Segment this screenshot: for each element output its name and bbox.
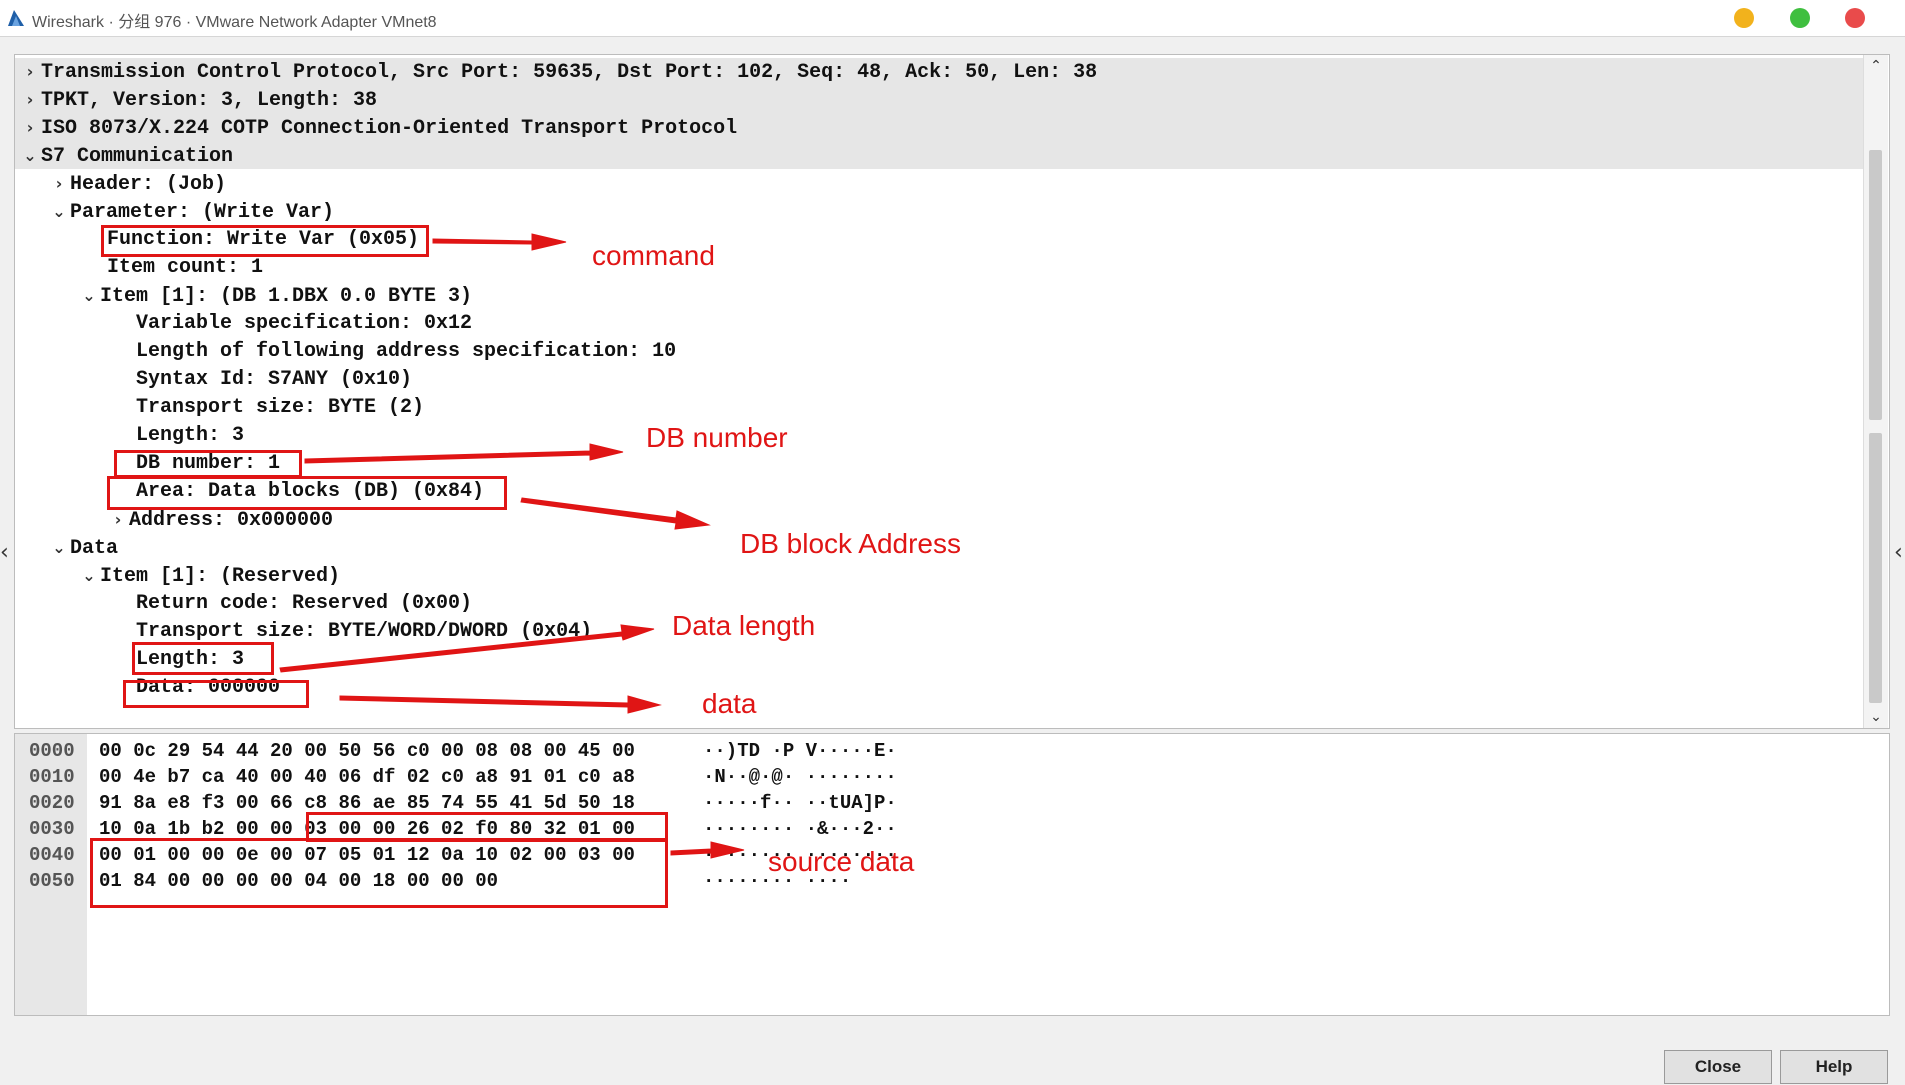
annotation-box-db-number: [114, 450, 302, 478]
tree-row-address[interactable]: ›Address: 0x000000: [107, 506, 333, 534]
hex-offset: 0000: [29, 740, 75, 762]
packet-bytes-pane[interactable]: 0000 00 0c 29 54 44 20 00 50 56 c0 00 08…: [14, 733, 1890, 1016]
collapse-arrow-icon[interactable]: ⌄: [52, 202, 66, 221]
tree-row-param-item[interactable]: ⌄Item [1]: (DB 1.DBX 0.0 BYTE 3): [78, 282, 472, 310]
hex-ascii[interactable]: ·····f·· ··tUA]P·: [703, 792, 897, 814]
tree-row-addr-spec-length[interactable]: Length of following address specificatio…: [136, 340, 677, 363]
annotation-box-function: [101, 225, 429, 257]
selected-rows-highlight: [15, 58, 1863, 169]
expand-arrow-icon[interactable]: ›: [26, 118, 34, 137]
hex-offset: 0040: [29, 844, 75, 866]
annotation-label-db-number: DB number: [646, 422, 788, 453]
hex-bytes[interactable]: 10 0a 1b b2 00 00 03 00 00 26 02 f0 80 3…: [99, 818, 635, 840]
hex-ascii[interactable]: ········ ·&···2··: [703, 818, 897, 840]
help-button[interactable]: Help: [1780, 1050, 1888, 1084]
scroll-up-icon[interactable]: ⌃: [1870, 58, 1882, 74]
packet-details-tree[interactable]: ›Transmission Control Protocol, Src Port…: [14, 54, 1890, 729]
tree-row-return-code[interactable]: Return code: Reserved (0x00): [136, 592, 473, 615]
tree-row-syntax-id[interactable]: Syntax Id: S7ANY (0x10): [136, 368, 413, 391]
tree-row-data-length[interactable]: Length: 3: [136, 648, 245, 671]
window-title: Wireshark · 分组 976 · VMware Network Adap…: [32, 14, 437, 31]
hex-ascii[interactable]: ········ ········: [703, 844, 897, 866]
annotation-label-command: command: [592, 240, 715, 271]
expand-arrow-icon[interactable]: ›: [26, 62, 34, 81]
collapse-arrow-icon[interactable]: ⌄: [23, 146, 37, 165]
tree-row-area[interactable]: Area: Data blocks (DB) (0x84): [136, 480, 485, 503]
close-button[interactable]: Close: [1664, 1050, 1772, 1084]
offset-gutter: [15, 734, 87, 1015]
tree-row-tcp[interactable]: ›Transmission Control Protocol, Src Port…: [19, 58, 1097, 86]
expand-arrow-icon[interactable]: ›: [55, 174, 63, 193]
annotation-label-db-block-address: DB block Address: [740, 528, 961, 559]
maximize-button[interactable]: [1790, 8, 1810, 28]
annotation-label-data: data: [702, 688, 757, 719]
tree-row-data-item[interactable]: ⌄Item [1]: (Reserved): [78, 562, 340, 590]
scrollbar-thumb[interactable]: [1869, 150, 1882, 420]
expand-arrow-icon[interactable]: ›: [114, 510, 122, 529]
hex-offset: 0020: [29, 792, 75, 814]
tree-row-db-number[interactable]: DB number: 1: [136, 452, 281, 475]
scroll-down-icon[interactable]: ⌄: [1870, 709, 1882, 725]
hex-offset: 0010: [29, 766, 75, 788]
tree-row-function[interactable]: Function: Write Var (0x05): [107, 228, 420, 251]
hex-ascii[interactable]: ········ ····: [703, 870, 852, 892]
expand-arrow-icon[interactable]: ›: [26, 90, 34, 109]
annotation-label-data-length: Data length: [672, 610, 816, 641]
hex-offset: 0050: [29, 870, 75, 892]
close-window-button[interactable]: [1845, 8, 1865, 28]
hex-ascii[interactable]: ·N··@·@· ········: [703, 766, 897, 788]
hex-ascii[interactable]: ··)TD ·P V·····E·: [703, 740, 897, 762]
tree-row-item-count[interactable]: Item count: 1: [107, 256, 264, 279]
hex-offset: 0030: [29, 818, 75, 840]
tree-row-header[interactable]: ›Header: (Job): [48, 170, 226, 198]
annotation-label-source-data: source data: [768, 846, 915, 877]
annotation-box-data: [123, 680, 309, 708]
tree-row-s7comm[interactable]: ⌄S7 Communication: [19, 142, 233, 170]
tree-row-length[interactable]: Length: 3: [136, 424, 245, 447]
hex-bytes[interactable]: 01 84 00 00 00 00 04 00 18 00 00 00: [99, 870, 499, 892]
tree-row-cotp[interactable]: ›ISO 8073/X.224 COTP Connection-Oriented…: [19, 114, 737, 142]
hex-bytes[interactable]: 00 4e b7 ca 40 00 40 06 df 02 c0 a8 91 0…: [99, 766, 635, 788]
tree-row-transport-size[interactable]: Transport size: BYTE (2): [136, 396, 425, 419]
scrollbar-thumb[interactable]: [1869, 433, 1882, 703]
hex-bytes[interactable]: 00 0c 29 54 44 20 00 50 56 c0 00 08 08 0…: [99, 740, 635, 762]
left-chevron-icon[interactable]: ‹: [0, 540, 9, 565]
hex-bytes[interactable]: 91 8a e8 f3 00 66 c8 86 ae 85 74 55 41 5…: [99, 792, 635, 814]
tree-scrollbar[interactable]: ⌃ ⌄: [1863, 55, 1888, 728]
tree-row-var-spec[interactable]: Variable specification: 0x12: [136, 312, 473, 335]
collapse-arrow-icon[interactable]: ⌄: [52, 538, 66, 557]
tree-row-parameter[interactable]: ⌄Parameter: (Write Var): [48, 198, 334, 226]
tree-row-tpkt[interactable]: ›TPKT, Version: 3, Length: 38: [19, 86, 377, 114]
annotation-box-length: [132, 642, 274, 675]
collapse-arrow-icon[interactable]: ⌄: [82, 286, 96, 305]
hex-bytes[interactable]: 00 01 00 00 0e 00 07 05 01 12 0a 10 02 0…: [99, 844, 635, 866]
annotation-box-area: [107, 476, 507, 510]
title-bar: Wireshark · 分组 976 · VMware Network Adap…: [0, 0, 1905, 37]
annotation-box-source-data: [90, 838, 668, 908]
tree-row-data[interactable]: ⌄Data: [48, 534, 118, 562]
collapse-arrow-icon[interactable]: ⌄: [82, 566, 96, 585]
minimize-button[interactable]: [1734, 8, 1754, 28]
wireshark-fin-icon: [8, 10, 24, 26]
right-chevron-icon[interactable]: ‹: [1894, 540, 1903, 565]
